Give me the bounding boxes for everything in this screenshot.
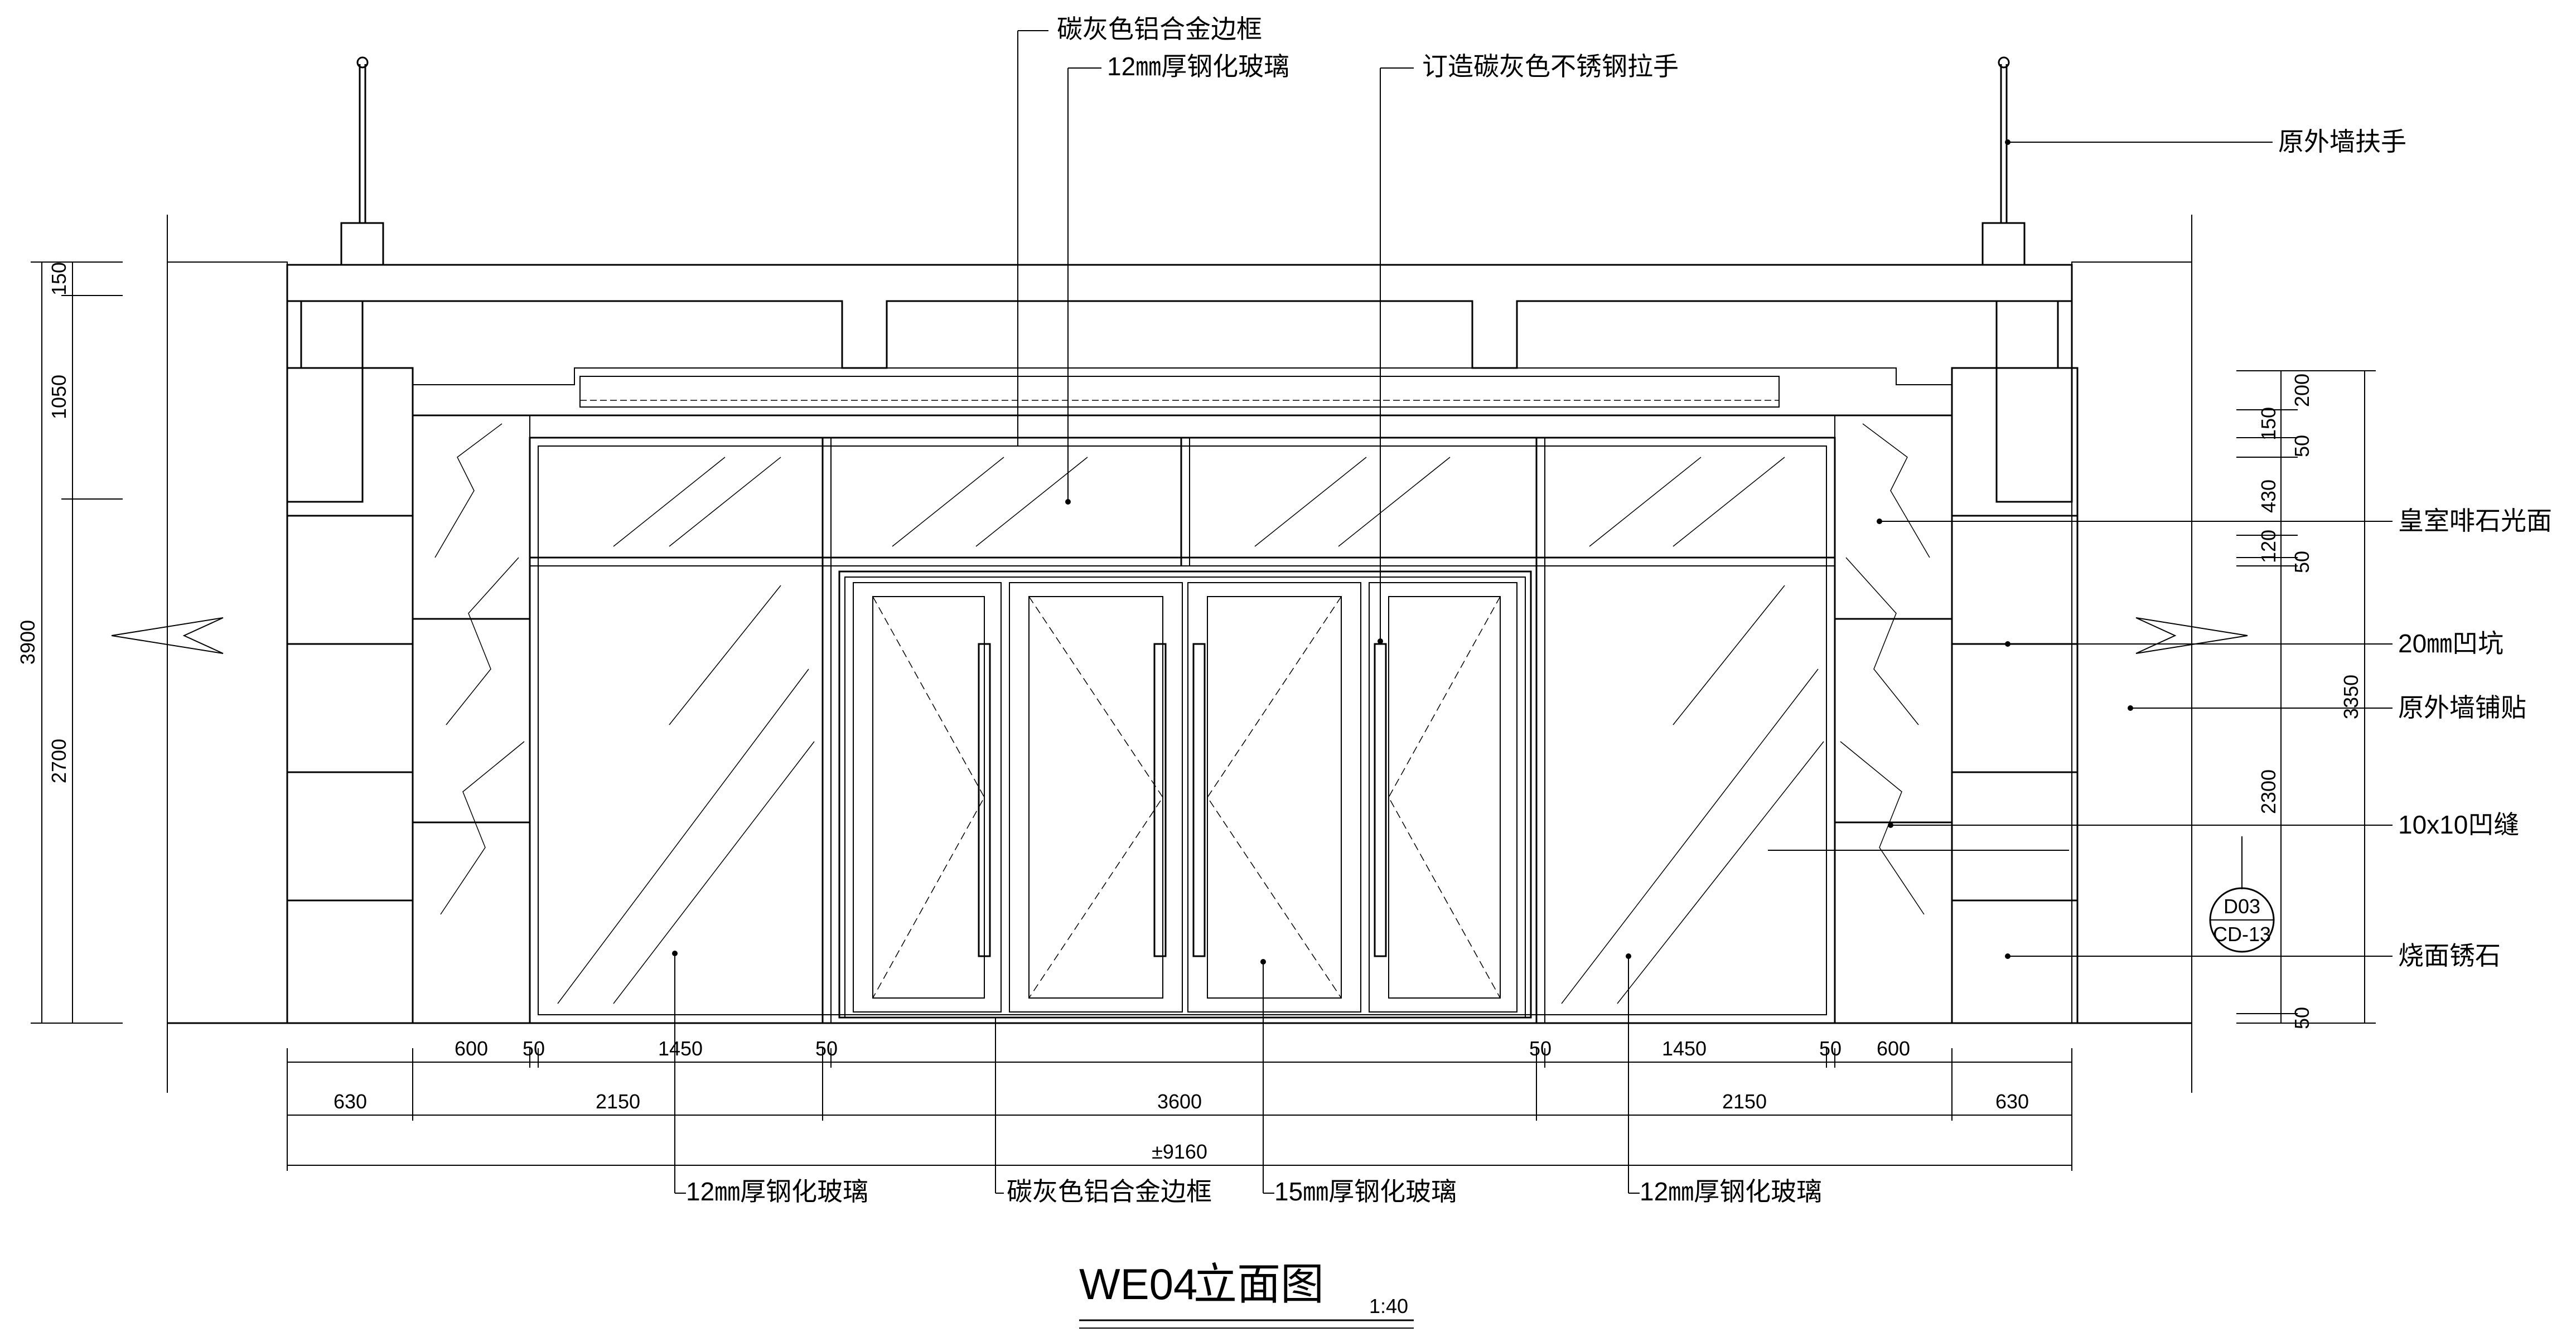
label-marble: 皇室啡石光面 <box>2398 506 2552 535</box>
left-stone-pillar <box>286 367 414 1024</box>
label-groove-10: 10x10凹缝 <box>2398 810 2519 839</box>
dim-b1-50-c: 50 <box>1529 1037 1552 1060</box>
label-wall-handrail: 原外墙扶手 <box>2278 127 2406 156</box>
dim-b1-600-left: 600 <box>455 1037 488 1060</box>
dim-right-50c: 50 <box>2290 1007 2313 1029</box>
detail-tag: D03 CD-13 <box>2209 836 2275 953</box>
dim-b2-3600: 3600 <box>1157 1090 1202 1113</box>
dim-right-50a: 50 <box>2290 435 2313 457</box>
dim-left-3900: 3900 <box>16 620 39 665</box>
dim-left-150: 150 <box>47 262 70 296</box>
dim-b1-1450-right: 1450 <box>1662 1037 1707 1060</box>
label-wall-tile: 原外墙铺贴 <box>2398 693 2526 722</box>
label-groove-20: 20㎜凹坑 <box>2398 629 2503 658</box>
detail-tag-bottom: CD-13 <box>2213 923 2271 946</box>
label-glass-center: 15㎜厚钢化玻璃 <box>1274 1177 1457 1206</box>
label-frame-bottom: 碳灰色铝合金边框 <box>1007 1177 1212 1206</box>
dim-b1-1450-left: 1450 <box>658 1037 703 1060</box>
right-wall <box>2071 215 2248 1093</box>
concrete-lintel <box>286 222 2073 503</box>
dim-right-150: 150 <box>2257 407 2280 440</box>
bottom-dimensions: 600 50 1450 50 50 1450 50 600 630 2150 3… <box>287 1037 2072 1171</box>
label-glass-top: 12㎜厚钢化玻璃 <box>1107 52 1289 81</box>
dim-right-120: 120 <box>2257 530 2280 563</box>
bottom-leaders: 12㎜厚钢化玻璃 碳灰色铝合金边框 15㎜厚钢化玻璃 12㎜厚钢化玻璃 <box>672 951 1822 1206</box>
detail-tag-top: D03 <box>2224 895 2260 918</box>
dim-b2-630-left: 630 <box>334 1090 367 1113</box>
label-handle: 订造碳灰色不锈钢拉手 <box>1422 52 1679 81</box>
dim-right-50b: 50 <box>2290 551 2313 573</box>
dim-b1-50-a: 50 <box>523 1037 545 1060</box>
dim-right-200: 200 <box>2290 374 2313 407</box>
dim-b2-630-right: 630 <box>1995 1090 2029 1113</box>
left-wall <box>111 215 288 1093</box>
dim-left-2700: 2700 <box>47 739 70 783</box>
title-code: WE04 <box>1079 1260 1197 1309</box>
drawing-title: WE04 立面图 1:40 <box>1079 1260 1414 1329</box>
handrail-posts <box>356 56 2010 223</box>
dim-right-2300: 2300 <box>2257 769 2280 814</box>
dim-right-430: 430 <box>2257 479 2280 513</box>
label-glass-left: 12㎜厚钢化玻璃 <box>686 1177 868 1206</box>
title-scale: 1:40 <box>1369 1295 1408 1317</box>
dim-b1-600-right: 600 <box>1877 1037 1910 1060</box>
label-granite: 烧面锈石 <box>2398 941 2501 970</box>
label-frame-top: 碳灰色铝合金边框 <box>1057 14 1262 43</box>
label-glass-right: 12㎜厚钢化玻璃 <box>1640 1177 1822 1206</box>
dim-b1-50-d: 50 <box>1819 1037 1842 1060</box>
title-name: 立面图 <box>1193 1260 1324 1309</box>
dim-right-3350: 3350 <box>2340 675 2362 719</box>
right-dimensions: 200 150 50 430 120 50 3350 2300 50 <box>2236 370 2376 1029</box>
left-dimensions: 150 1050 3900 2700 <box>16 261 123 1024</box>
right-leaders: 原外墙扶手 皇室啡石光面 20㎜凹坑 原外墙铺贴 10x10凹缝 烧面锈石 <box>1768 127 2552 970</box>
dim-b1-50-b: 50 <box>815 1037 838 1060</box>
dim-left-1050: 1050 <box>47 375 70 419</box>
ceiling-trim <box>412 367 1952 416</box>
glass-storefront <box>413 437 1836 1024</box>
right-stone-pillar <box>1951 367 2079 1024</box>
top-leaders: 碳灰色铝合金边框 12㎜厚钢化玻璃 订造碳灰色不锈钢拉手 <box>1017 14 1679 644</box>
dim-b2-2150-left: 2150 <box>596 1090 640 1113</box>
dim-b2-2150-right: 2150 <box>1722 1090 1767 1113</box>
dim-total: ±9160 <box>1152 1140 1207 1163</box>
